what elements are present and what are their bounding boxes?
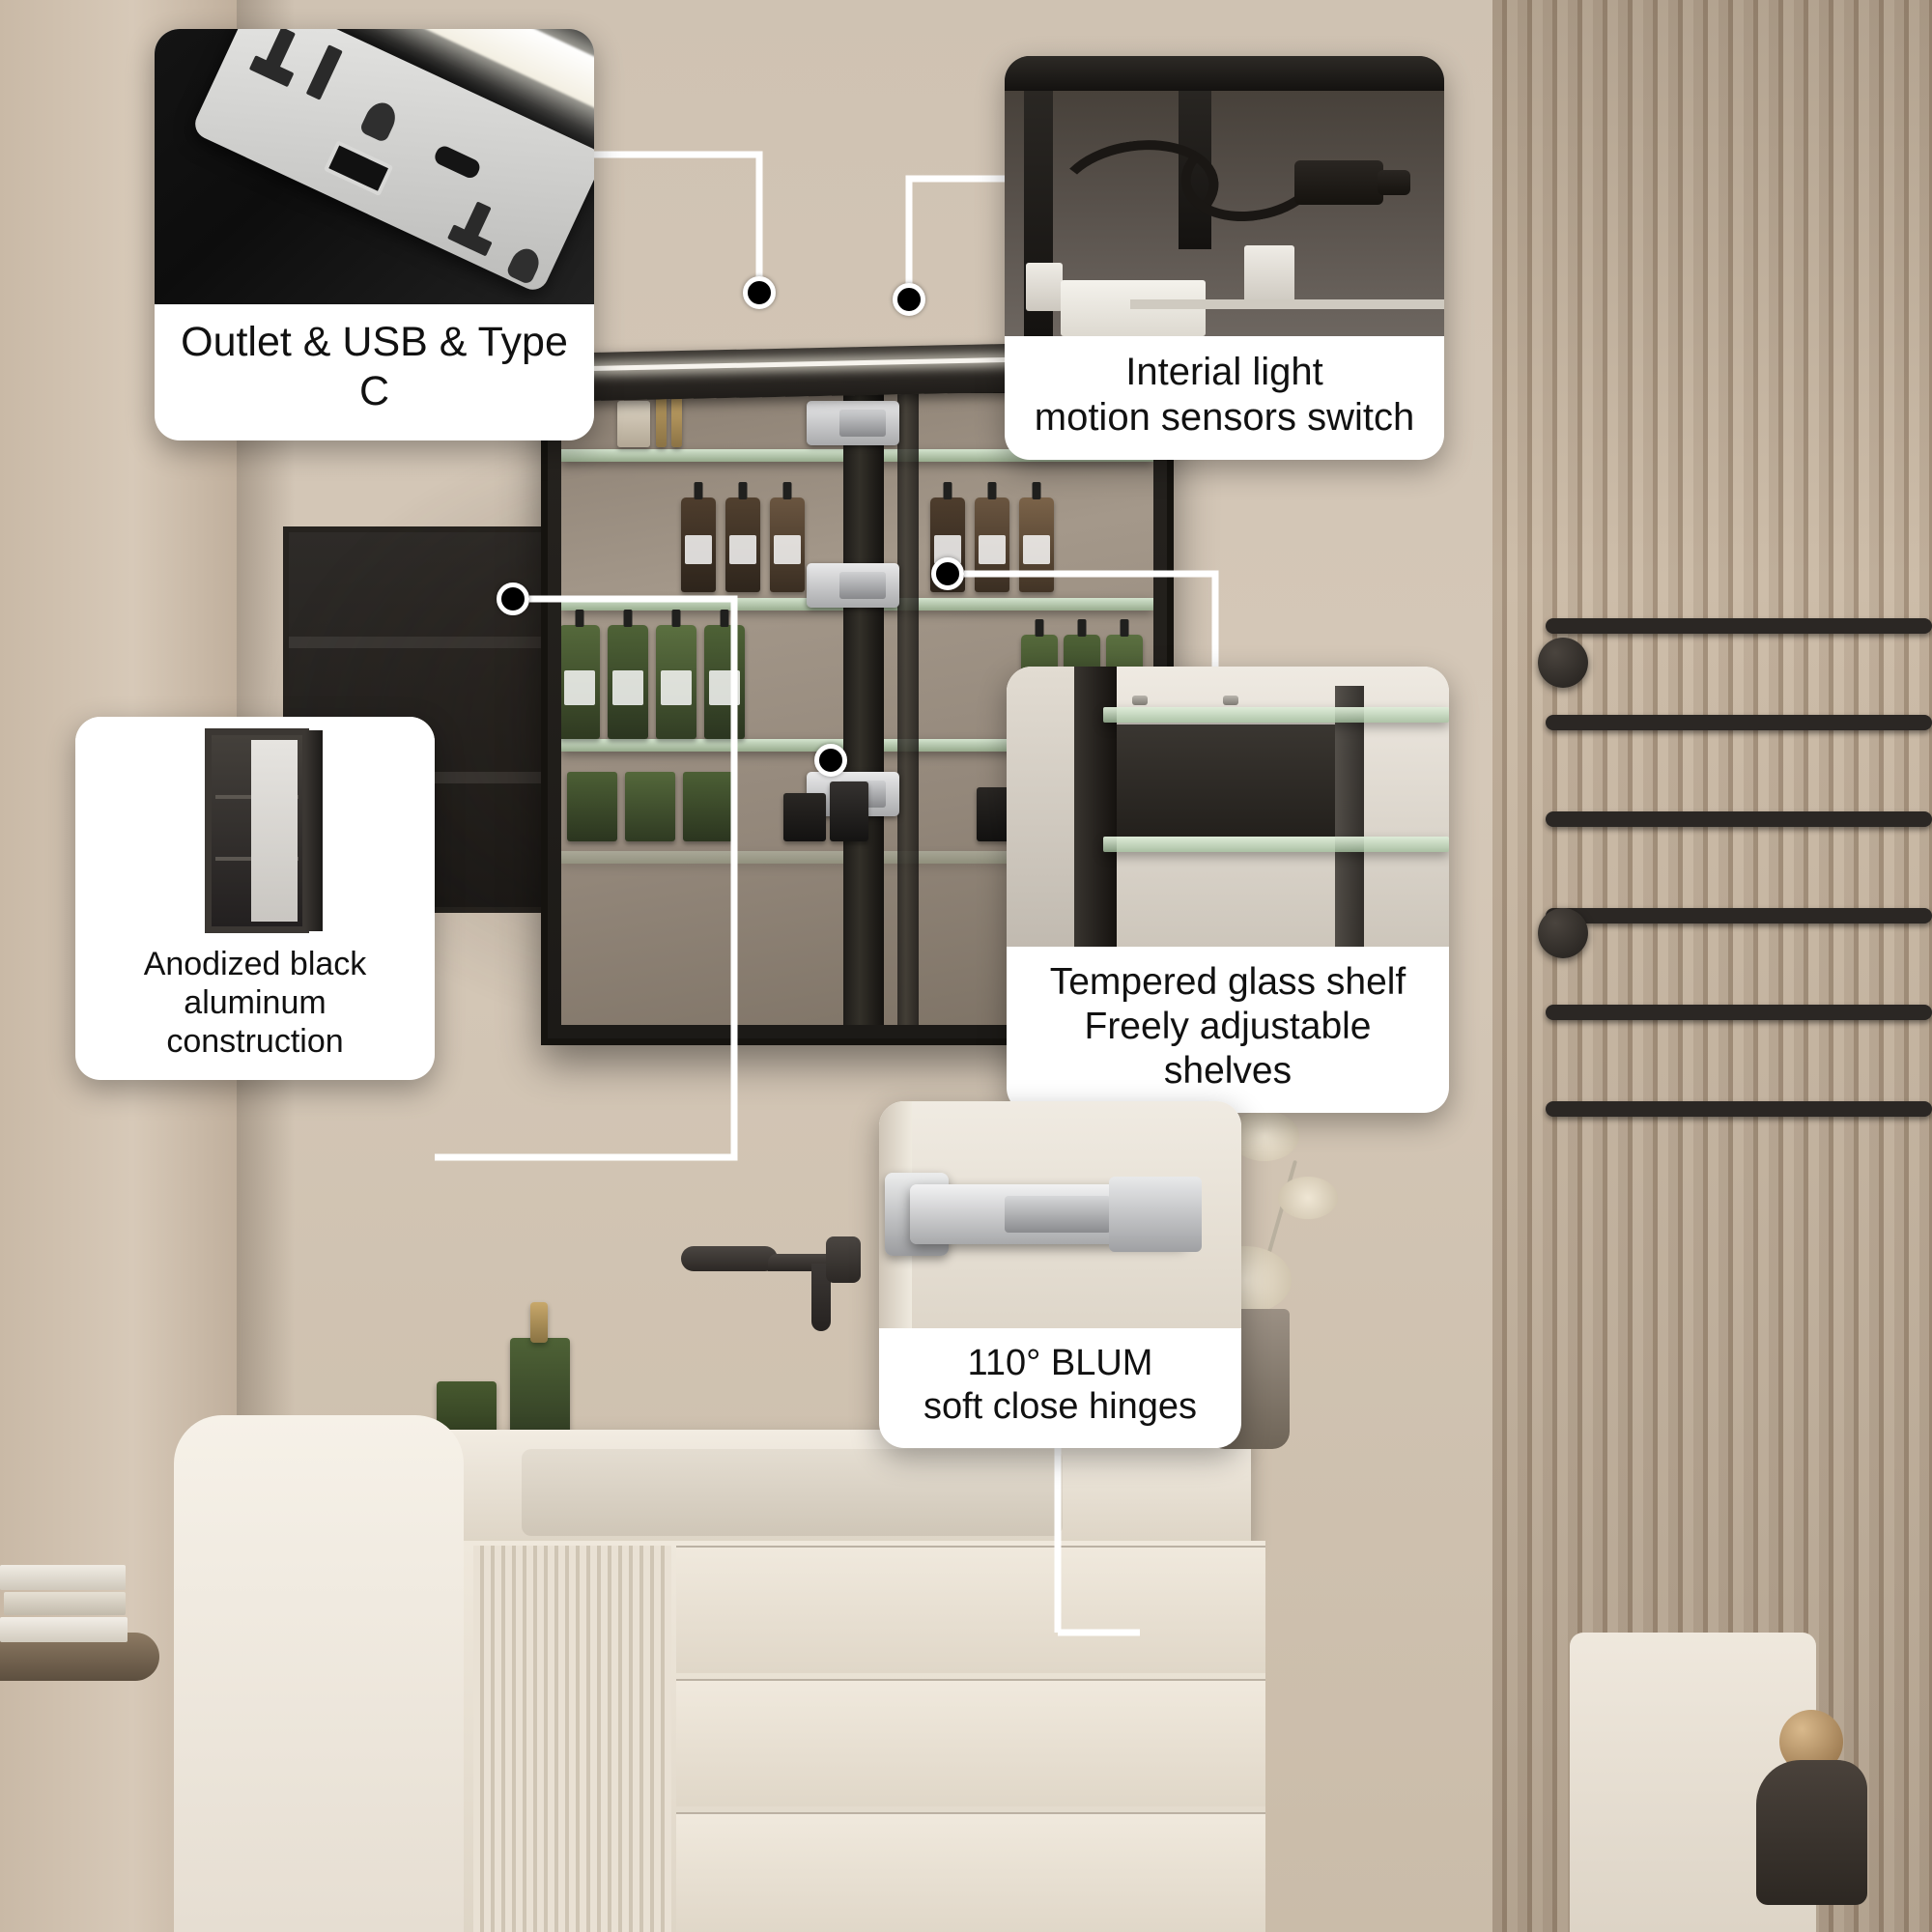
green-bottle [608, 610, 648, 739]
towel-rail-1 [1546, 618, 1932, 634]
usb-a-port [323, 140, 394, 197]
shelf-edge [1130, 299, 1444, 309]
bloom [1278, 1177, 1338, 1219]
green-bottle [656, 610, 696, 739]
mini-mirror-door [251, 740, 298, 922]
green-bottle [704, 610, 745, 739]
book [0, 1565, 126, 1590]
outlet-slot-neutral [305, 44, 343, 100]
dc-barrel-plug-tip [1378, 170, 1410, 195]
towel-rail-knob-1 [1538, 638, 1588, 688]
anodized-black-cabinet-product-shot [75, 717, 435, 941]
cabinet-center-mullion [843, 393, 884, 1025]
towel-rail-3 [1546, 811, 1932, 827]
amber-bottle [1019, 482, 1054, 592]
taper-candle [656, 393, 667, 447]
shelf-pin-2 [1223, 696, 1238, 705]
cabinet-hinge-top [807, 401, 899, 445]
outlet-ground-pin [358, 98, 401, 144]
slat-wall-shading [1492, 0, 1932, 1932]
dispenser-pump [530, 1302, 548, 1343]
green-candle-jar [683, 772, 733, 841]
towel-rail-knob-2 [1538, 908, 1588, 958]
cabinet-hinge-middle [807, 563, 899, 608]
cabinet-top-rail [1005, 56, 1444, 91]
sink-basin [522, 1449, 1063, 1536]
cabinet-right-mullion [897, 393, 919, 1025]
amber-bottle [725, 482, 760, 592]
towel-rail-4 [1546, 908, 1932, 923]
callout-card-interior-light[interactable]: Interial light motion sensors switch [1005, 56, 1444, 461]
shelf-pin-1 [1132, 696, 1148, 705]
black-container [783, 793, 826, 841]
callout-dot-anodized[interactable] [497, 582, 529, 615]
callout-caption-anodized: Anodized black aluminum construction [143, 946, 367, 1061]
blum-soft-close-hinge-closeup [879, 1101, 1241, 1328]
cabinet-interior-wall [1117, 724, 1335, 837]
wall-mount-faucet-plate [681, 1246, 778, 1271]
tempered-glass-shelf-upper [1103, 707, 1449, 723]
callout-caption-interior-light: Interial light motion sensors switch [1034, 351, 1415, 440]
callout-caption-hinge: 110° BLUM soft close hinges [923, 1343, 1198, 1427]
motion-sensor-module [1244, 245, 1294, 305]
outlet-usb-typec-closeup [155, 29, 594, 304]
black-container [830, 781, 868, 841]
faucet-handle[interactable] [826, 1236, 861, 1283]
cabinet-back-panel [1007, 667, 1074, 947]
vanity-drawer-top [676, 1546, 1265, 1673]
shelf-support-post-right [1335, 686, 1364, 947]
sensor-bracket [1026, 263, 1063, 311]
taper-candle [671, 395, 682, 447]
green-candle-jar [567, 772, 617, 841]
green-candle-jar [625, 772, 675, 841]
figurine-body [1756, 1760, 1867, 1905]
hinge-mounting-plate [1109, 1177, 1202, 1252]
towel-rail-5 [1546, 1005, 1932, 1020]
mini-cabinet-side-panel [305, 730, 323, 931]
interior-light-motion-sensor-closeup [1005, 56, 1444, 336]
towel-rail-2 [1546, 715, 1932, 730]
book [0, 1617, 128, 1642]
bathtub [174, 1415, 464, 1932]
mini-cabinet-body [205, 728, 309, 933]
vanity-fluted-panel [473, 1546, 671, 1932]
callout-card-shelf[interactable]: Tempered glass shelf Freely adjustable s… [1007, 667, 1449, 1114]
callout-caption-shelf: Tempered glass shelf Freely adjustable s… [1049, 961, 1406, 1093]
callout-dot-hinge[interactable] [814, 744, 847, 777]
vanity-drawer-middle [676, 1679, 1265, 1806]
tempered-glass-adjustable-shelf-closeup [1007, 667, 1449, 947]
callout-card-outlet[interactable]: Outlet & USB & Type C [155, 29, 594, 441]
amber-bottle [681, 482, 716, 592]
tempered-glass-shelf-lower [1103, 837, 1449, 852]
amber-bottle [770, 482, 805, 592]
green-bottle [561, 610, 600, 739]
book [4, 1592, 126, 1615]
towel-rail-6 [1546, 1101, 1932, 1117]
usb-type-c-port [432, 143, 483, 182]
callout-dot-outlet[interactable] [743, 276, 776, 309]
bloom [1230, 1111, 1299, 1161]
stacked-books [0, 1565, 130, 1690]
callout-caption-outlet: Outlet & USB & Type C [181, 319, 568, 414]
faucet-spout-drop [811, 1264, 831, 1331]
thinker-figurine [1739, 1710, 1884, 1932]
fluted-slat-wall [1492, 0, 1932, 1932]
dc-barrel-plug [1294, 160, 1383, 205]
callout-card-hinge[interactable]: 110° BLUM soft close hinges [879, 1101, 1241, 1448]
amber-bottle [975, 482, 1009, 592]
callout-dot-interior-light[interactable] [893, 283, 925, 316]
outlet-ground-pin-2 [505, 243, 544, 286]
vanity-drawer-bottom [676, 1812, 1265, 1932]
diffuser-stand [617, 401, 650, 447]
callout-dot-shelf[interactable] [931, 557, 964, 590]
callout-card-anodized[interactable]: Anodized black aluminum construction [75, 717, 435, 1081]
